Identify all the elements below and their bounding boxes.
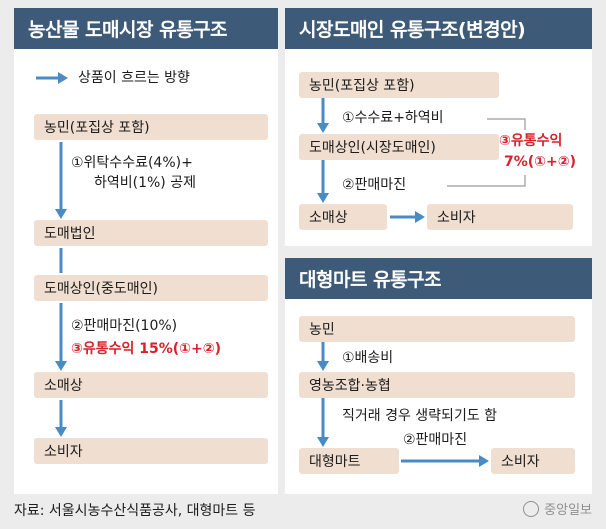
box-farmer: 농민(포집상 포함) — [34, 114, 268, 140]
bracket-fee — [487, 118, 526, 130]
right-bottom-arrows — [317, 342, 489, 467]
wholesale-market-title: 농산물 도매시장 유통구조 — [14, 8, 278, 49]
box-farmer: 농민 — [299, 316, 575, 342]
step-fee: ①수수료+하역비 — [342, 110, 444, 126]
box-farm-cooperative: 영농조합·농협 — [299, 372, 575, 398]
brand-name: 중앙일보 — [544, 503, 592, 518]
step-sales-margin: ②판매마진 — [403, 432, 468, 448]
legend-arrowhead — [58, 72, 68, 84]
step-sales-margin: ②판매마진 — [342, 177, 407, 193]
box-retailer: 소매상 — [34, 372, 268, 398]
brand: 중앙일보 — [523, 499, 592, 518]
box-farmer: 농민(포집상 포함) — [299, 72, 499, 98]
box-hypermarket: 대형마트 — [299, 448, 399, 474]
arrowhead-mart — [317, 437, 329, 447]
arrowhead-retailer — [317, 193, 329, 203]
hypermarket-panel: 대형마트 유통구조 농민 ①배송비 영농조합·농협 직거래 경우 생략되기도 함… — [285, 258, 592, 494]
source-note: 자료: 서울시농수산식품공사, 대형마트 등 — [14, 503, 256, 519]
box-market-wholesaler: 도매상인(시장도매인) — [299, 134, 499, 160]
step-consignment-fee: ①위탁수수료(4%)+ — [71, 155, 193, 171]
step-distribution-profit: ③유통수익 15%(①+②) — [71, 341, 221, 357]
hypermarket-title: 대형마트 유통구조 — [285, 258, 592, 299]
right-top-arrows — [317, 98, 526, 223]
arrowhead-consumer — [479, 455, 489, 467]
step-delivery-fee: ①배송비 — [342, 350, 394, 366]
step-distribution-profit-value: 7%(①+②) — [504, 154, 577, 170]
box-retailer: 소매상 — [299, 204, 387, 230]
step-sales-margin: ②판매마진(10%) — [71, 318, 178, 334]
arrowhead-consumer — [55, 427, 67, 437]
box-intermediate-wholesaler: 도매상인(중도매인) — [34, 275, 268, 301]
market-wholesaler-panel: 시장도매인 유통구조(변경안) 농민(포집상 포함) ①수수료+하역비 도매상인… — [285, 8, 592, 246]
box-consumer: 소비자 — [491, 448, 575, 474]
left-arrows — [36, 72, 68, 437]
bracket-margin — [447, 175, 526, 187]
note-direct-trade: 직거래 경우 생략되기도 함 — [342, 408, 498, 424]
arrowhead-consumer — [415, 211, 425, 223]
arrowhead-retailer — [55, 361, 67, 371]
box-consumer: 소비자 — [427, 204, 573, 230]
legend-label: 상품이 흐르는 방향 — [78, 70, 190, 86]
box-consumer: 소비자 — [34, 438, 268, 464]
step-handling-fee: 하역비(1%) 공제 — [94, 175, 196, 191]
brand-logo-icon — [523, 500, 540, 517]
wholesale-market-panel: 농산물 도매시장 유통구조 상품이 흐르는 방향 농민(포집상 포함) ①위탁수… — [14, 8, 278, 494]
market-wholesaler-title: 시장도매인 유통구조(변경안) — [285, 8, 592, 49]
arrowhead-coop — [317, 361, 329, 371]
arrowhead-wholesaler — [317, 123, 329, 133]
step-distribution-profit: ③유통수익 — [499, 133, 563, 149]
box-wholesale-corp: 도매법인 — [34, 220, 268, 246]
arrowhead-corp — [55, 209, 67, 219]
